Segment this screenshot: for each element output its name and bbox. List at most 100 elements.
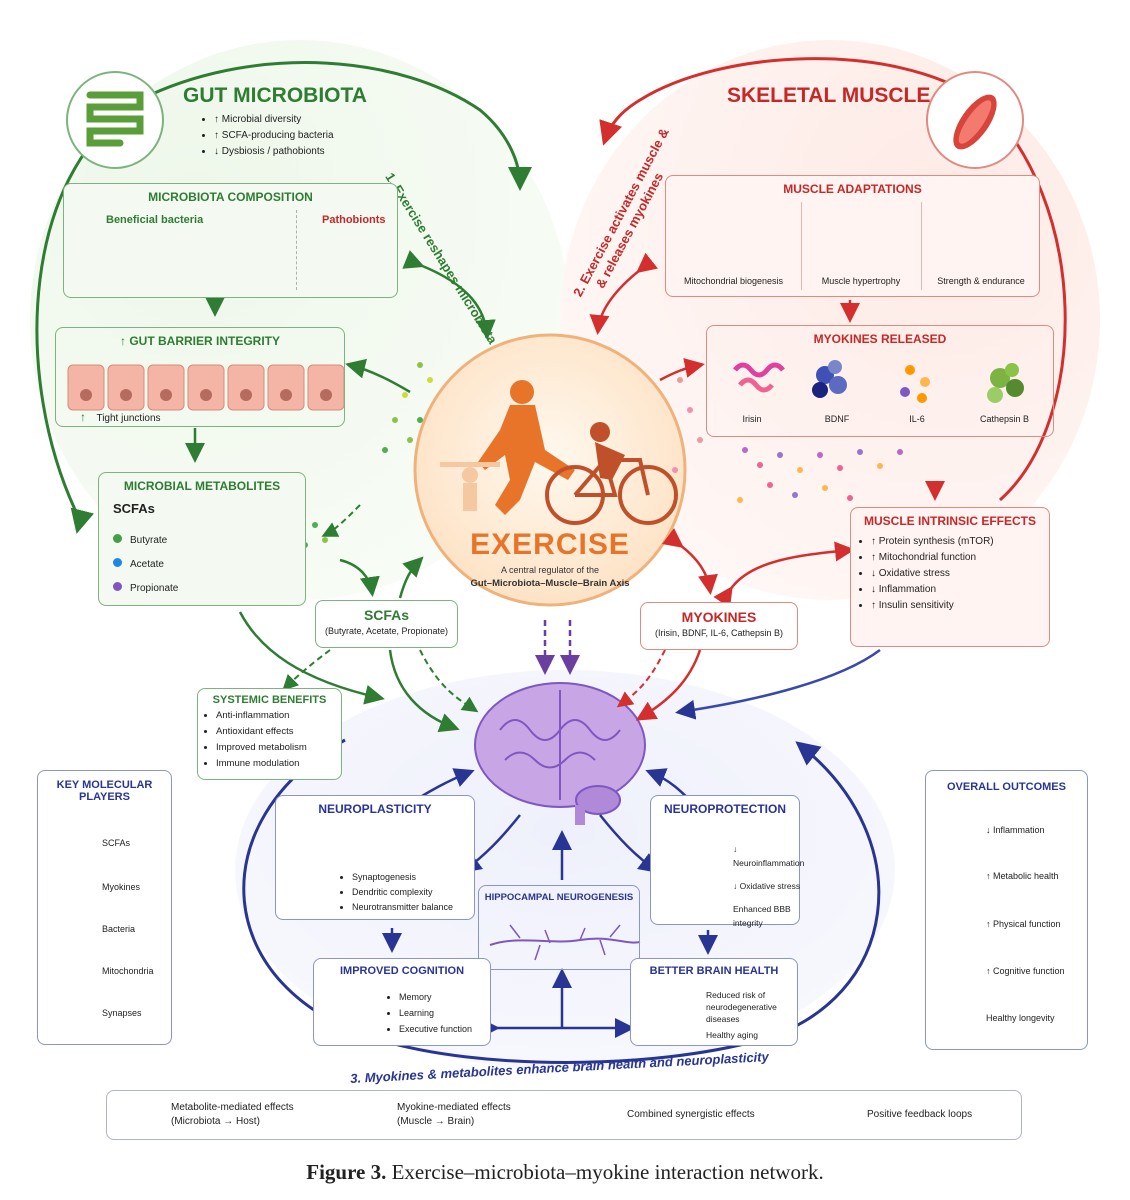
outcome-item: ↑ Physical function — [986, 919, 1061, 929]
systemic-item: Immune modulation — [216, 756, 341, 772]
myokines-title: MYOKINES RELEASED — [813, 332, 947, 346]
metab-to-brain-arrow — [238, 611, 385, 705]
hippocampal-title: HIPPOCAMPAL NEUROGENESIS — [484, 892, 634, 903]
adaptation-label: Muscle hypertrophy — [821, 276, 901, 286]
metabolites-title: MICROBIAL METABOLITES — [123, 479, 281, 493]
scfa-brain-dashed — [419, 649, 479, 713]
brain-health-title: BETTER BRAIN HEALTH — [649, 965, 779, 977]
key-title-2: PLAYERS — [79, 791, 130, 803]
myokines-released-panel: MYOKINES RELEASED Irisin BDNF IL-6 Cathe… — [706, 325, 1054, 437]
myokine-brain-dashed — [616, 649, 666, 708]
neuroplasticity-item: Dendritic complexity — [352, 885, 453, 900]
neuroprotection-item: ↓ Oxidative stress — [733, 881, 801, 891]
outcome-item: ↑ Cognitive function — [986, 966, 1065, 976]
key-item: SCFAs — [102, 838, 131, 848]
figure-caption: Figure 3. Exercise–microbiota–myokine in… — [0, 1160, 1130, 1185]
brain-health-item: Healthy aging — [706, 1030, 758, 1040]
irisin-icon — [733, 362, 785, 393]
neuroprotection-panel: NEUROPROTECTION ↓ Neuroinflammation ↓ Ox… — [650, 795, 804, 928]
legend-text: Myokine-mediated effects — [397, 1102, 511, 1113]
neuroprotection-item: Enhanced BBB — [733, 904, 791, 914]
intrinsic-list: ↑ Protein synthesis (mTOR) ↑ Mitochondri… — [851, 534, 1049, 614]
muscle-intrinsic-panel: MUSCLE INTRINSIC EFFECTS ↑ Protein synth… — [850, 507, 1050, 647]
outcome-item: ↓ Inflammation — [986, 825, 1045, 835]
runner-icon — [478, 380, 575, 515]
scfas-center-sub: (Butyrate, Acetate, Propionate) — [324, 626, 449, 636]
systemic-list: Anti-inflammation Antioxidant effects Im… — [198, 708, 341, 772]
molecule-dots — [302, 362, 903, 548]
adaptation-label: Strength & endurance — [937, 276, 1025, 286]
scfa-item: Butyrate — [113, 529, 178, 553]
adapt-divider — [801, 202, 803, 290]
scfas-center-title: SCFAs — [363, 607, 410, 623]
weightlifter-icon — [440, 462, 500, 511]
scfa-exercise-arrow — [398, 556, 424, 599]
scfa-list: Butyrate Acetate Propionate — [113, 529, 178, 601]
legend: Metabolite-mediated effects (Microbiota … — [106, 1090, 1022, 1140]
neuroprotection-list: ↓ Neuroinflammation ↓ Oxidative stress E… — [733, 842, 804, 930]
intrinsic-title: MUSCLE INTRINSIC EFFECTS — [863, 514, 1036, 528]
myokines-center-sub: (Irisin, BDNF, IL-6, Cathepsin B) — [654, 628, 784, 638]
key-item: Myokines — [102, 882, 141, 892]
beneficial-label: Beneficial bacteria — [106, 214, 204, 226]
muscle-icon — [926, 71, 1024, 169]
scfa-to-brain-arrow — [388, 649, 460, 733]
tight-junctions-label: Tight junctions — [96, 413, 161, 424]
brain-to-protection-arrow — [599, 814, 659, 874]
pathobionts-label: Pathobionts — [322, 214, 386, 226]
microbiota-composition-panel: MICROBIOTA COMPOSITION Beneficial bacter… — [63, 183, 398, 298]
composition-title: MICROBIOTA COMPOSITION — [148, 190, 313, 204]
scfa-item-label: Acetate — [130, 559, 164, 570]
key-item: Bacteria — [102, 924, 136, 934]
adaptations-title: MUSCLE ADAPTATIONS — [783, 182, 922, 196]
myokine-to-brain-arrow — [635, 649, 702, 721]
legend-myokine: Myokine-mediated effects (Muscle → Brain… — [397, 1101, 511, 1129]
exercise-subtitle-1: A central regulator of the — [500, 565, 600, 575]
legend-metabolite: Metabolite-mediated effects (Microbiota … — [171, 1101, 294, 1129]
scfa-item-label: Propionate — [130, 583, 179, 594]
legend-text: (Microbiota → Host) — [171, 1116, 260, 1127]
myokine-label: Irisin — [742, 414, 762, 424]
tight-junction-row: ↑ Tight junctions — [80, 408, 161, 426]
key-players-panel: KEY MOLECULAR PLAYERS SCFAs Myokines Bac… — [37, 770, 172, 1045]
systemic-benefits-panel: SYSTEMIC BENEFITS Anti-inflammation Anti… — [197, 688, 342, 780]
neuroplasticity-item: Synaptogenesis — [352, 870, 453, 885]
cyclist-icon — [545, 422, 678, 525]
intestine-icon — [66, 71, 164, 169]
hippocampal-panel: HIPPOCAMPAL NEUROGENESIS — [478, 885, 640, 970]
neuroprotection-item: ↓ Neuroinflammation — [733, 844, 805, 868]
exercise-to-myokines-arrow — [659, 358, 705, 382]
intrinsic-item: ↓ Oxidative stress — [871, 566, 1049, 582]
purple-dot-icon — [113, 582, 122, 591]
brain-icon — [474, 682, 646, 825]
exercise-myokine-center-arrow — [662, 527, 718, 595]
myokine-label: IL-6 — [909, 414, 925, 424]
green-dot-icon — [113, 534, 122, 543]
up-arrow-icon: ↑ — [80, 410, 86, 424]
key-title-1: KEY MOLECULAR — [56, 779, 153, 791]
systemic-title: SYSTEMIC BENEFITS — [212, 694, 327, 706]
brain-health-item: diseases — [706, 1014, 740, 1024]
caption-label: Figure 3. — [306, 1160, 387, 1184]
gut-bullet: ↓ Dysbiosis / pathobionts — [214, 144, 334, 160]
neuroplasticity-list: Synaptogenesis Dendritic complexity Neur… — [342, 870, 453, 915]
systemic-item: Anti-inflammation — [216, 708, 341, 724]
brain-health-panel: BETTER BRAIN HEALTH Reduced risk of neur… — [630, 958, 798, 1046]
intrinsic-item: ↑ Insulin sensitivity — [871, 598, 1049, 614]
myokines-center-title: MYOKINES — [681, 609, 757, 625]
cognition-title: IMPROVED COGNITION — [339, 965, 465, 977]
cognition-list: Memory Learning Executive function — [389, 989, 472, 1037]
myokine-label: Cathepsin B — [979, 414, 1030, 424]
overall-outcomes-panel: OVERALL OUTCOMES ↓ Inflammation ↑ Metabo… — [925, 770, 1088, 1050]
intrinsic-to-brain-arrow — [675, 648, 881, 720]
legend-text: Metabolite-mediated effects — [171, 1102, 294, 1113]
muscle-title: SKELETAL MUSCLE — [727, 84, 931, 107]
cognition-panel: IMPROVED COGNITION Memory Learning Execu… — [313, 958, 491, 1046]
legend-feedback: Positive feedback loops — [867, 1109, 973, 1120]
barrier-title: ↑ GUT BARRIER INTEGRITY — [119, 334, 280, 348]
intrinsic-item: ↑ Protein synthesis (mTOR) — [871, 534, 1049, 550]
brain-health-list: Reduced risk of neurodegenerative diseas… — [706, 989, 777, 1041]
gut-bullets: ↑ Microbial diversity ↑ SCFA-producing b… — [200, 112, 334, 160]
scfas-center-box: SCFAs (Butyrate, Acetate, Propionate) — [315, 600, 458, 648]
key-item: Mitochondria — [102, 966, 154, 976]
